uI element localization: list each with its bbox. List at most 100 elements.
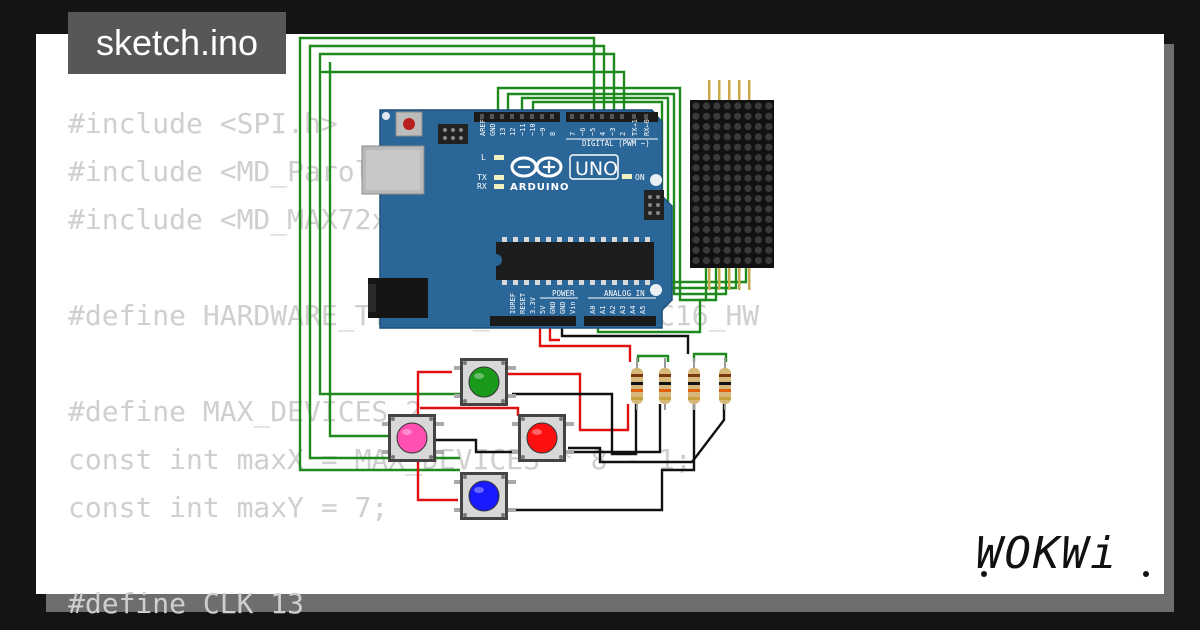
matrix-led [744, 133, 752, 141]
resistor-band [688, 389, 700, 392]
matrix-led [713, 205, 721, 213]
digital-pin-label: 7 [569, 132, 577, 136]
matrix-led [754, 123, 763, 131]
pushbutton-red[interactable] [512, 414, 574, 462]
sketch-filename-tab[interactable]: sketch.ino [68, 12, 286, 74]
matrix-led [713, 256, 721, 265]
matrix-led [723, 112, 731, 120]
matrix-led [734, 112, 742, 120]
matrix-led [765, 236, 773, 244]
matrix-led [713, 184, 721, 192]
matrix-led [734, 184, 742, 192]
button-cap[interactable] [526, 422, 558, 454]
pushbutton-green[interactable] [454, 358, 516, 406]
power-pin-label: 3.3V [529, 296, 537, 314]
matrix-led [723, 133, 731, 141]
pushbutton-pink[interactable] [382, 414, 444, 462]
digital-header-label: DIGITAL (PWM ~) [582, 139, 650, 148]
resistor-band [659, 382, 671, 385]
resistor-band [688, 382, 700, 385]
arduino-model: UNO [575, 158, 618, 180]
matrix-pin [738, 80, 741, 100]
matrix-led [754, 133, 763, 141]
matrix-pin [728, 268, 731, 290]
matrix-led [765, 133, 773, 141]
icsp-header [438, 124, 664, 220]
header-pin [500, 114, 504, 119]
matrix-led [723, 174, 731, 182]
matrix-led [744, 195, 752, 203]
matrix-led [713, 246, 721, 254]
led-matrix-module[interactable] [690, 80, 774, 290]
matrix-led [702, 184, 711, 192]
header-pin [632, 114, 636, 119]
matrix-led [713, 164, 721, 172]
matrix-led [744, 143, 752, 151]
header-pin [530, 114, 534, 119]
button-cap[interactable] [468, 480, 500, 512]
matrix-pin [708, 80, 711, 100]
matrix-led [692, 205, 700, 213]
header-pin [520, 114, 524, 119]
analog-pin-label: A1 [599, 306, 607, 314]
matrix-led [754, 246, 763, 254]
resistors [631, 358, 731, 410]
matrix-led [754, 256, 763, 265]
matrix-led [713, 226, 721, 234]
matrix-led [702, 195, 711, 203]
matrix-pin [738, 268, 741, 290]
matrix-led [723, 143, 731, 151]
matrix-led [754, 143, 763, 151]
matrix-led [765, 246, 773, 254]
power-pin-label: Vin [569, 301, 577, 314]
analog-pin-label: A2 [609, 306, 617, 314]
matrix-pins-top [708, 80, 751, 100]
led-on [622, 174, 632, 179]
chip-pin [557, 280, 562, 285]
header-pin [570, 114, 574, 119]
matrix-led [692, 184, 700, 192]
matrix-led [692, 215, 700, 223]
pushbutton-blue[interactable] [454, 472, 516, 520]
matrix-led [754, 236, 763, 244]
matrix-led [765, 174, 773, 182]
matrix-led [734, 143, 742, 151]
matrix-led [702, 112, 711, 120]
matrix-led [723, 215, 731, 223]
matrix-led [702, 143, 711, 151]
chip-pin [513, 237, 518, 242]
matrix-led [702, 226, 711, 234]
matrix-pins-bottom [708, 268, 751, 290]
chip-pin [513, 280, 518, 285]
digital-pin-label: ~11 [519, 123, 527, 136]
matrix-led [744, 112, 752, 120]
button-cap[interactable] [396, 422, 428, 454]
header-pin [490, 114, 494, 119]
code-line: const int maxY = 7; [68, 491, 389, 524]
matrix-led [692, 133, 700, 141]
matrix-led [702, 236, 711, 244]
resistor-band [688, 374, 700, 377]
chip-pin [590, 280, 595, 285]
matrix-led [692, 153, 700, 162]
resistor-band [719, 374, 731, 377]
matrix-led [744, 215, 752, 223]
chip-pin [568, 237, 573, 242]
matrix-led [734, 123, 742, 131]
arduino-brand: ARDUINO [510, 182, 569, 193]
header-pin [540, 114, 544, 119]
matrix-led [754, 102, 763, 110]
button-cap[interactable] [468, 366, 500, 398]
matrix-led [765, 164, 773, 172]
matrix-led [713, 153, 721, 162]
matrix-led [744, 236, 752, 244]
digital-pin-label: ~6 [579, 128, 587, 136]
matrix-led [734, 133, 742, 141]
push-buttons[interactable] [382, 358, 574, 520]
matrix-led [754, 215, 763, 223]
matrix-led [723, 184, 731, 192]
power-pin-label: RESET [519, 292, 527, 314]
